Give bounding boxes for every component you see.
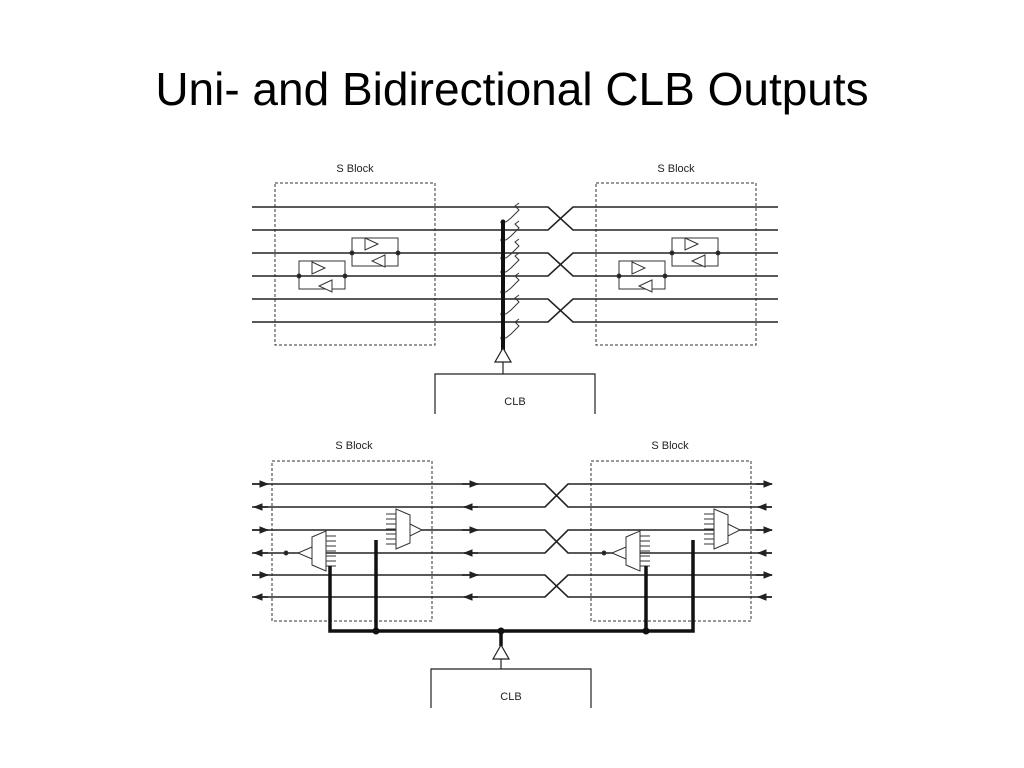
bottom-right-muxes: [601, 508, 742, 572]
top-clb-box: [434, 373, 596, 414]
bottom-clb-box: [430, 668, 592, 708]
bottom-left-muxes: [283, 508, 424, 572]
bottom-wires: [252, 483, 772, 598]
top-bus-dots: [500, 219, 506, 341]
top-left-s-block: [274, 182, 436, 346]
bottom-bus-dots: [372, 627, 650, 635]
top-switch-zigzags: [505, 202, 520, 339]
bottom-wire-arrows: [252, 480, 773, 601]
top-left-s-block-label: S Block: [336, 163, 374, 175]
top-clb-label: CLB: [504, 396, 525, 408]
bottom-diagram: S Block S Block: [252, 440, 773, 708]
top-right-s-block: [595, 182, 757, 346]
top-clb-buffer: [493, 346, 513, 363]
slide-title: Uni- and Bidirectional CLB Outputs: [155, 63, 869, 115]
bottom-left-s-block: [271, 460, 433, 622]
bottom-right-s-block-label: S Block: [651, 440, 689, 452]
top-diagram: S Block S Block: [252, 163, 778, 414]
bottom-clb-label: CLB: [500, 691, 521, 703]
bottom-right-s-block: [590, 460, 752, 622]
bottom-left-s-block-label: S Block: [335, 440, 373, 452]
bottom-clb-buffer: [491, 643, 511, 660]
top-wires: [252, 206, 778, 323]
top-left-bidir-switches: [296, 237, 401, 293]
top-right-s-block-label: S Block: [657, 163, 695, 175]
bottom-clb-fanout-bus: [328, 540, 695, 646]
top-right-bidir-switches: [616, 237, 721, 293]
